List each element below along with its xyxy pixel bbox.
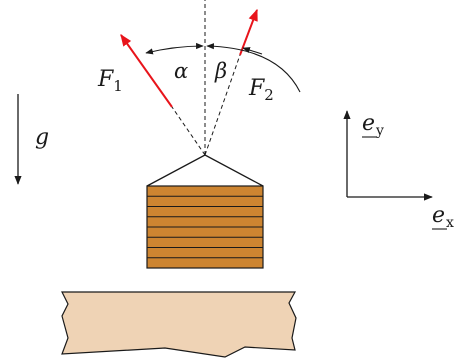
svg-text:x: x [446, 215, 454, 231]
rope-sling [146, 154, 264, 187]
force2-label: F2 [248, 76, 274, 104]
svg-text:y: y [375, 123, 384, 139]
crate [146, 185, 264, 269]
line-of-action-2 [204, 54, 241, 156]
ground [61, 291, 297, 358]
force-arrow-1 [120, 34, 173, 108]
svg-text:e: e [362, 111, 375, 136]
basis-x-label: e x [432, 203, 454, 231]
angle-arc-beta-tip [242, 47, 263, 55]
force1-label: F1 [97, 67, 123, 95]
angle-beta-label: β [214, 59, 227, 83]
gravity-label: g [35, 125, 49, 150]
angle-arc-beta [206, 43, 301, 93]
force-arrow-2 [239, 8, 258, 56]
angle-arc-alpha [145, 42, 204, 55]
crate-slats [147, 195, 263, 259]
angle-alpha-label: α [174, 59, 188, 83]
svg-text:e: e [432, 203, 445, 228]
basis-y-label: e y [362, 111, 384, 139]
line-of-action-1 [171, 106, 206, 156]
